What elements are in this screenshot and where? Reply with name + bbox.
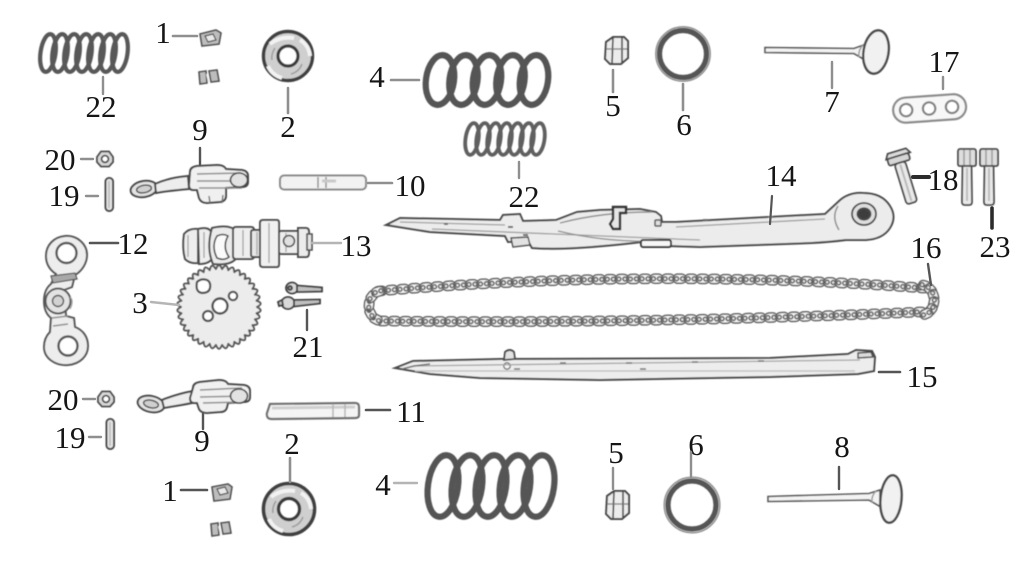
svg-text:22: 22	[509, 179, 540, 214]
svg-text:18: 18	[928, 162, 959, 197]
svg-text:16: 16	[911, 230, 942, 265]
svg-text:2: 2	[280, 109, 296, 144]
svg-text:19: 19	[49, 178, 80, 213]
svg-text:9: 9	[194, 423, 210, 458]
svg-text:22: 22	[86, 89, 117, 124]
svg-text:21: 21	[293, 329, 324, 364]
svg-text:19: 19	[55, 420, 86, 455]
svg-text:11: 11	[396, 394, 426, 429]
svg-text:10: 10	[395, 168, 426, 203]
svg-text:8: 8	[834, 429, 850, 464]
svg-text:1: 1	[162, 473, 178, 508]
svg-text:20: 20	[45, 142, 76, 177]
svg-text:17: 17	[929, 44, 960, 79]
svg-text:4: 4	[375, 467, 391, 502]
svg-text:1: 1	[155, 15, 171, 50]
svg-text:9: 9	[192, 112, 208, 147]
svg-text:14: 14	[766, 158, 798, 193]
svg-text:6: 6	[676, 107, 692, 142]
svg-text:20: 20	[48, 382, 79, 417]
svg-text:12: 12	[118, 226, 149, 261]
svg-text:15: 15	[907, 359, 938, 394]
svg-text:3: 3	[132, 285, 148, 320]
svg-text:5: 5	[608, 435, 624, 470]
svg-text:23: 23	[980, 229, 1011, 264]
svg-text:7: 7	[824, 84, 840, 119]
svg-text:13: 13	[341, 228, 372, 263]
svg-text:5: 5	[605, 88, 621, 123]
svg-text:2: 2	[284, 426, 300, 461]
svg-text:4: 4	[369, 59, 385, 94]
